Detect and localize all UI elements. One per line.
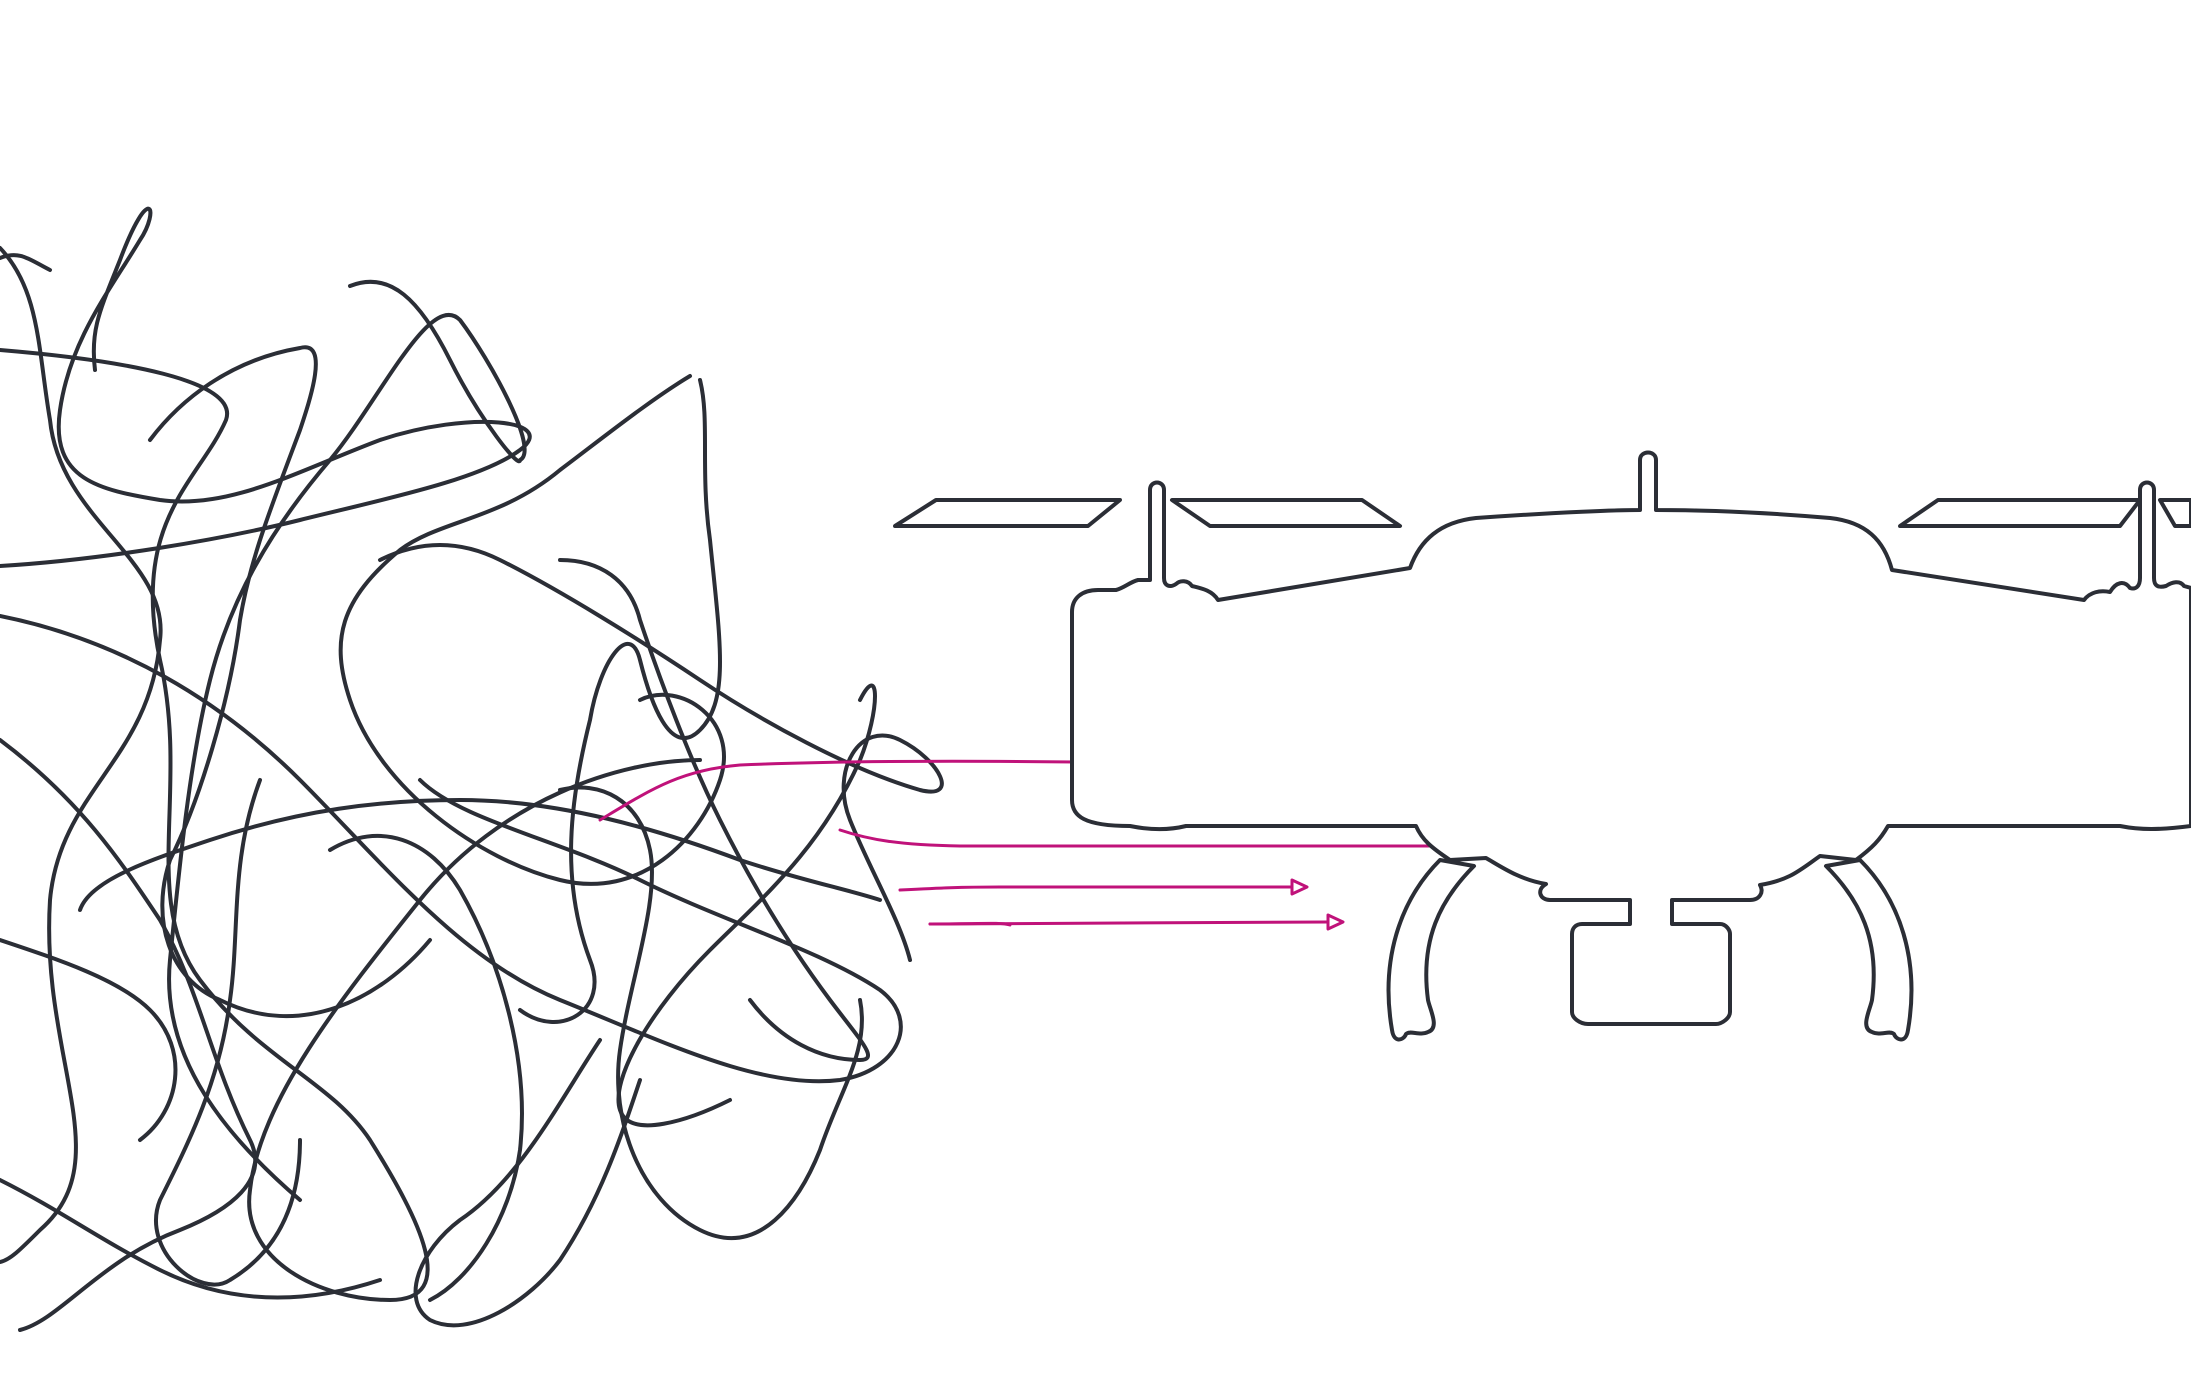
tangle-line-12 bbox=[378, 543, 944, 962]
left-landing-leg bbox=[1386, 858, 1476, 1042]
tangle-line-16 bbox=[154, 778, 302, 1287]
tangle-line-6 bbox=[0, 938, 178, 1142]
arrowhead-4 bbox=[1326, 913, 1345, 931]
tangle-line-10 bbox=[338, 374, 726, 886]
tangle-line-11 bbox=[518, 378, 722, 1024]
arrow-line-2 bbox=[838, 828, 1478, 848]
left-propeller-blade-left bbox=[893, 498, 1122, 528]
drone-outline bbox=[893, 450, 2191, 1042]
arrow-line-3 bbox=[898, 885, 1294, 892]
tangle-line-5 bbox=[0, 738, 258, 1332]
tangle-line-4 bbox=[0, 614, 903, 1084]
right-propeller-blade-left bbox=[1898, 498, 2142, 528]
left-propeller-blade-right bbox=[1170, 498, 1402, 528]
tangle-line-15 bbox=[78, 798, 882, 912]
right-propeller-blade-right bbox=[2158, 498, 2191, 528]
tangle-line-3 bbox=[0, 206, 532, 568]
tangle-line-9 bbox=[148, 345, 432, 1019]
tangle-line-2 bbox=[0, 348, 702, 1302]
tangle-line-17 bbox=[413, 1038, 642, 1328]
tangle-line-14 bbox=[616, 683, 877, 1128]
arrow-tail-4 bbox=[928, 921, 1012, 927]
tangle-line-20 bbox=[0, 253, 52, 272]
right-landing-leg bbox=[1824, 858, 1914, 1042]
tangle-line-8 bbox=[167, 279, 527, 1202]
tangle-line-13 bbox=[558, 558, 870, 1062]
drone-body bbox=[1070, 450, 2191, 1026]
arrowhead-3 bbox=[1290, 878, 1309, 896]
tangle-line-18 bbox=[558, 785, 864, 1240]
tangle-line-7 bbox=[0, 1178, 382, 1300]
tangled-lines bbox=[0, 206, 944, 1332]
tangle-line-1 bbox=[0, 246, 163, 1264]
tangle-line-19 bbox=[328, 834, 524, 1302]
